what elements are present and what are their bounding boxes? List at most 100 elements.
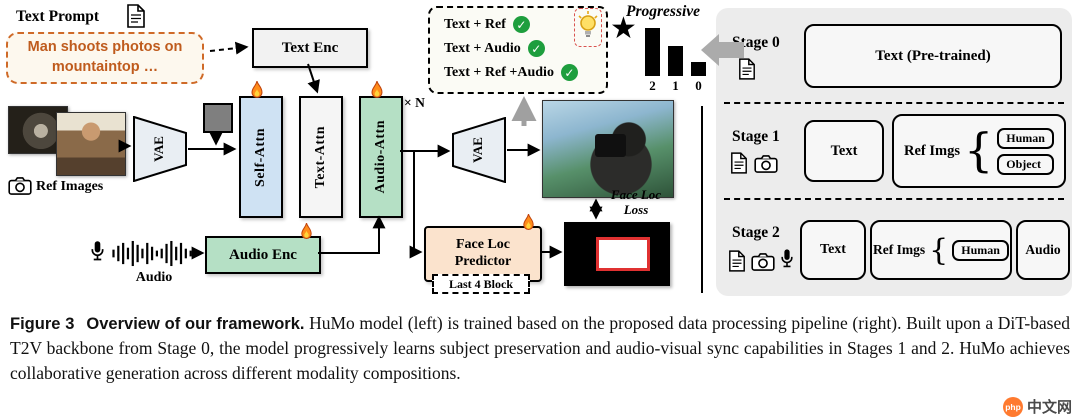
audio-waveform-icon — [110, 240, 198, 267]
figure-caption: Figure 3 Overview of our framework. HuMo … — [10, 311, 1070, 386]
arrow-prompt-to-textenc — [209, 41, 249, 55]
bar-label: 0 — [695, 78, 702, 93]
combo-label: Text + Ref +Audio — [444, 64, 554, 80]
audio-encoder-label: Audio Enc — [229, 246, 297, 263]
object-chip: Object — [997, 153, 1054, 175]
stage2-audio-box: Audio — [1016, 220, 1070, 280]
stage2-text-label: Text — [820, 242, 846, 257]
bar-label: 1 — [672, 78, 679, 93]
camera-icon — [751, 253, 775, 271]
face-location-map — [564, 222, 670, 286]
arrow-audioenc-to-audioattn — [318, 215, 386, 254]
microphone-icon — [90, 240, 105, 263]
bar-label: 2 — [649, 78, 656, 93]
brace-glyph: { — [964, 123, 994, 178]
stage-separator — [724, 102, 1064, 104]
stage1-text-box: Text — [804, 120, 884, 182]
stage2-text-box: Text — [800, 220, 866, 280]
stage0-box-label: Text (Pre-trained) — [875, 47, 991, 64]
star-icon: ★ — [610, 11, 637, 46]
camera-in-frame — [595, 133, 627, 157]
site-watermark: php 中文网 — [1002, 396, 1072, 417]
stage1-ref-imgs-box: Ref Imgs { Human Object — [892, 114, 1066, 188]
self-attn-label: Self-Attn — [253, 127, 268, 187]
bar-stage0 — [691, 62, 706, 76]
combo-row: Text + Audio ✓ — [444, 40, 606, 57]
combo-row: Text + Ref ✓ — [444, 16, 606, 33]
stage1-ref-options: Human Object — [997, 127, 1054, 175]
modality-combos-box: Text + Ref ✓ Text + Audio ✓ Text + Ref +… — [428, 6, 608, 94]
document-icon — [730, 152, 748, 174]
flame-icon — [248, 80, 266, 102]
arrow-branch-to-predictor — [409, 151, 423, 259]
check-icon: ✓ — [512, 16, 530, 33]
text-attn-block: Text-Attn — [299, 96, 343, 218]
vae-out-label: VAE — [470, 137, 485, 163]
stage1-name: Stage 1 — [732, 128, 780, 145]
bar-labels: 2 1 0 — [645, 78, 707, 94]
ref-image-2 — [56, 112, 126, 176]
generated-video-frame — [542, 100, 674, 198]
stage2-name: Stage 2 — [732, 224, 780, 241]
camera-icon — [8, 177, 32, 195]
audio-attn-label: Audio-Attn — [373, 120, 388, 194]
flame-icon — [520, 213, 537, 234]
watermark-text: 中文网 — [1026, 399, 1072, 416]
brace-glyph: { — [929, 232, 949, 268]
document-icon — [728, 250, 746, 272]
face-loc-predictor-label: Face Loc Predictor — [454, 237, 512, 269]
combo-label: Text + Ref — [444, 16, 506, 32]
vae-in-label: VAE — [151, 136, 166, 162]
stage0-text-box: Text (Pre-trained) — [804, 24, 1062, 88]
caption-tag: Figure 3 — [10, 315, 75, 333]
text-attn-label: Text-Attn — [313, 125, 328, 189]
stage2-ref-imgs-box: Ref Imgs { Human — [870, 220, 1012, 280]
vae-decoder-trapezoid: VAE — [452, 117, 506, 183]
stage1-text-label: Text — [830, 142, 858, 159]
combo-label: Text + Audio — [444, 40, 521, 56]
audio-attn-block: Audio-Attn — [359, 96, 403, 218]
text-encoder-label: Text Enc — [281, 39, 339, 56]
ref-images-label: Ref Images — [36, 179, 104, 194]
last-4-block-label: Last 4 Block — [448, 276, 513, 291]
audio-label: Audio — [135, 270, 173, 285]
text-encoder-box: Text Enc — [252, 28, 368, 68]
check-icon: ✓ — [560, 64, 578, 81]
stage1-ref-label: Ref Imgs — [904, 142, 960, 159]
last-4-block-tag: Last 4 Block — [432, 274, 530, 294]
camera-icon — [754, 155, 778, 173]
caption-title: Overview of our framework. — [86, 315, 305, 333]
bar-stage2 — [645, 28, 660, 76]
face-bounding-box — [596, 237, 650, 271]
audio-encoder-box: Audio Enc — [205, 236, 321, 274]
repeat-n-label: × N — [404, 95, 425, 110]
caption-body: HuMo model (left) is trained based on th… — [10, 313, 1070, 384]
lightbulb-icon — [576, 10, 600, 40]
stage2-audio-label: Audio — [1025, 242, 1061, 257]
stage2-ref-label: Ref Imgs — [873, 242, 926, 257]
self-attn-block: Self-Attn — [239, 96, 283, 218]
progressive-label: Progressive — [626, 3, 701, 20]
text-prompt-label: Text Prompt — [16, 8, 100, 25]
face-loc-loss-label: Face Loc Loss — [610, 187, 662, 217]
lightbulb-badge — [574, 8, 602, 47]
arrow-textenc-to-textattn — [307, 63, 320, 94]
combo-row: Text + Ref +Audio ✓ — [444, 64, 606, 81]
stage-separator — [724, 198, 1064, 200]
document-icon — [126, 4, 146, 28]
face-loc-predictor-box: Face Loc Predictor — [424, 226, 542, 282]
flame-icon — [368, 80, 386, 102]
prompt-speech-bubble: Man shoots photos on mountaintop … — [6, 32, 204, 84]
php-logo-icon: php — [1002, 396, 1023, 417]
stage0-name: Stage 0 — [732, 34, 780, 51]
human-chip: Human — [952, 239, 1009, 261]
check-icon: ✓ — [527, 40, 545, 57]
bar-stage1 — [668, 46, 683, 76]
progressive-bar-chart — [645, 28, 707, 76]
vae-encoder-trapezoid: VAE — [133, 116, 187, 182]
flame-icon — [298, 222, 315, 243]
document-icon — [738, 58, 756, 80]
noise-latent-square — [203, 103, 233, 133]
prompt-text: Man shoots photos on mountaintop … — [27, 39, 183, 75]
